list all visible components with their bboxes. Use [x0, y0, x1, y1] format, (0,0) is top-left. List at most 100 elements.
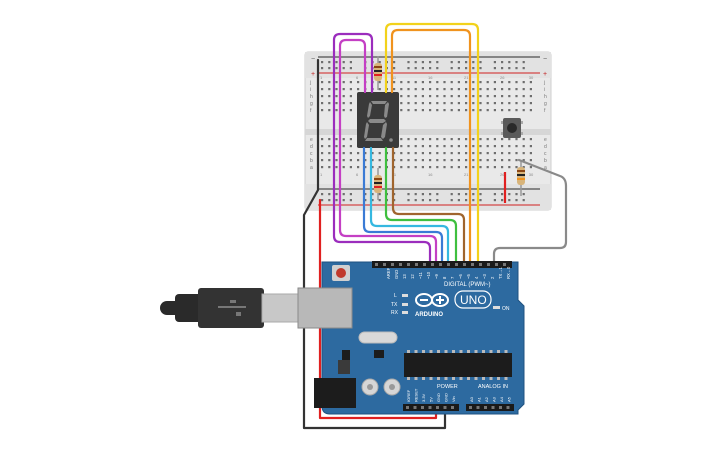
atmega-chip [404, 353, 512, 377]
usb-cable[interactable] [160, 288, 299, 328]
wire-blue[interactable] [362, 146, 444, 267]
column-number: 16 [428, 75, 433, 80]
power-pin-label: Vin [451, 396, 456, 402]
arduino-logo-icon [415, 293, 449, 307]
row-letter: i [544, 87, 545, 93]
resistor-button[interactable] [517, 160, 525, 196]
power-pin-label: 3.3V [421, 393, 426, 402]
power-jack[interactable] [314, 378, 356, 408]
reset-button-icon[interactable] [336, 268, 346, 278]
digital-label: DIGITAL (PWM~) [444, 282, 491, 288]
digital-pin-label: ~10 [426, 271, 431, 279]
analog-pin-label: A2 [484, 396, 489, 402]
brand-label: ARDUINO [415, 312, 443, 318]
row-letter: g [310, 101, 313, 107]
analog-label: ANALOG IN [478, 384, 508, 390]
digital-pin-label: 8 [442, 276, 447, 279]
wire-brown[interactable] [391, 146, 466, 267]
power-pin-label: RESET [414, 388, 419, 402]
wire-cyan[interactable] [369, 146, 450, 267]
column-number: 21 [464, 75, 469, 80]
digital-pin-label: AREF [386, 267, 391, 279]
wire-yellow[interactable] [384, 22, 480, 267]
power-pin-label: GND [444, 393, 449, 402]
digital-pin-label: ~5 [466, 274, 471, 279]
row-letter: e [310, 137, 313, 143]
digital-pin-label: TX→1 [498, 266, 503, 279]
usb-symbol [218, 300, 246, 316]
board-name: UNO [460, 293, 487, 307]
wire-gray-button[interactable] [492, 158, 568, 267]
segment-digit [364, 101, 393, 142]
usb-port[interactable] [297, 287, 353, 329]
row-letter: a [544, 165, 547, 171]
row-letter: g [544, 101, 547, 107]
wire-orange[interactable] [390, 28, 472, 267]
led-l-label: L [394, 293, 397, 299]
row-letter: h [310, 94, 313, 100]
column-number: 6 [356, 75, 359, 80]
analog-pin-label: A3 [492, 396, 497, 402]
on-label: ON [502, 306, 510, 312]
chip-pins [407, 350, 508, 380]
rail-plus-label: + [311, 71, 315, 78]
rail-plus-label-right: + [543, 71, 547, 78]
row-letter: f [310, 108, 312, 114]
column-number: 16 [428, 172, 433, 177]
tx-label: TX [391, 302, 398, 308]
digital-header-pins [375, 263, 506, 266]
column-number: 1 [320, 75, 323, 80]
power-label: POWER [437, 384, 458, 390]
column-number: 6 [356, 172, 359, 177]
column-number: 21 [464, 172, 469, 177]
digital-pin-label: ~11 [418, 272, 423, 279]
row-letter: c [544, 151, 547, 157]
row-letter: d [544, 144, 547, 150]
wire-green[interactable] [384, 146, 458, 267]
pushbutton[interactable] [501, 118, 523, 138]
row-letter: i [310, 87, 311, 93]
wire-magenta[interactable] [338, 38, 438, 267]
digital-pin-label: 4 [474, 276, 479, 279]
power-pin-label: 5V [429, 397, 434, 402]
analog-header[interactable] [466, 404, 514, 411]
column-number: 26 [500, 75, 505, 80]
digital-pin-label: 2 [490, 276, 495, 279]
column-number: 30 [529, 75, 534, 80]
row-letter: h [544, 94, 547, 100]
row-letter: c [310, 151, 313, 157]
digital-pin-label: ~3 [482, 274, 487, 279]
crystal [358, 331, 398, 344]
row-letter: j [309, 80, 311, 86]
breadboard-holes [321, 61, 532, 202]
pushbutton-icon [507, 123, 517, 133]
digital-pin-label: 13 [402, 274, 407, 279]
seven-segment-display[interactable] [357, 92, 399, 148]
column-number: 11 [392, 75, 397, 80]
digital-pin-label: 7 [450, 276, 455, 279]
row-letter: e [544, 137, 547, 143]
row-letter: b [544, 158, 547, 164]
rx-label: RX [391, 310, 399, 316]
column-number: 30 [529, 172, 534, 177]
row-letter: a [310, 165, 313, 171]
wire-purple[interactable] [332, 32, 432, 267]
uno-badge: UNO [454, 290, 492, 309]
power-pin-label: GND [436, 393, 441, 402]
row-letter: j [543, 80, 545, 86]
digital-pin-label: 12 [410, 274, 415, 279]
resistor-bottom[interactable] [374, 168, 382, 200]
resistor-top[interactable] [374, 56, 382, 90]
analog-pin-label: A1 [477, 396, 482, 402]
digital-pin-label: ~6 [458, 274, 463, 279]
column-number: 1 [320, 172, 323, 177]
bottom-header-pins [406, 406, 510, 409]
